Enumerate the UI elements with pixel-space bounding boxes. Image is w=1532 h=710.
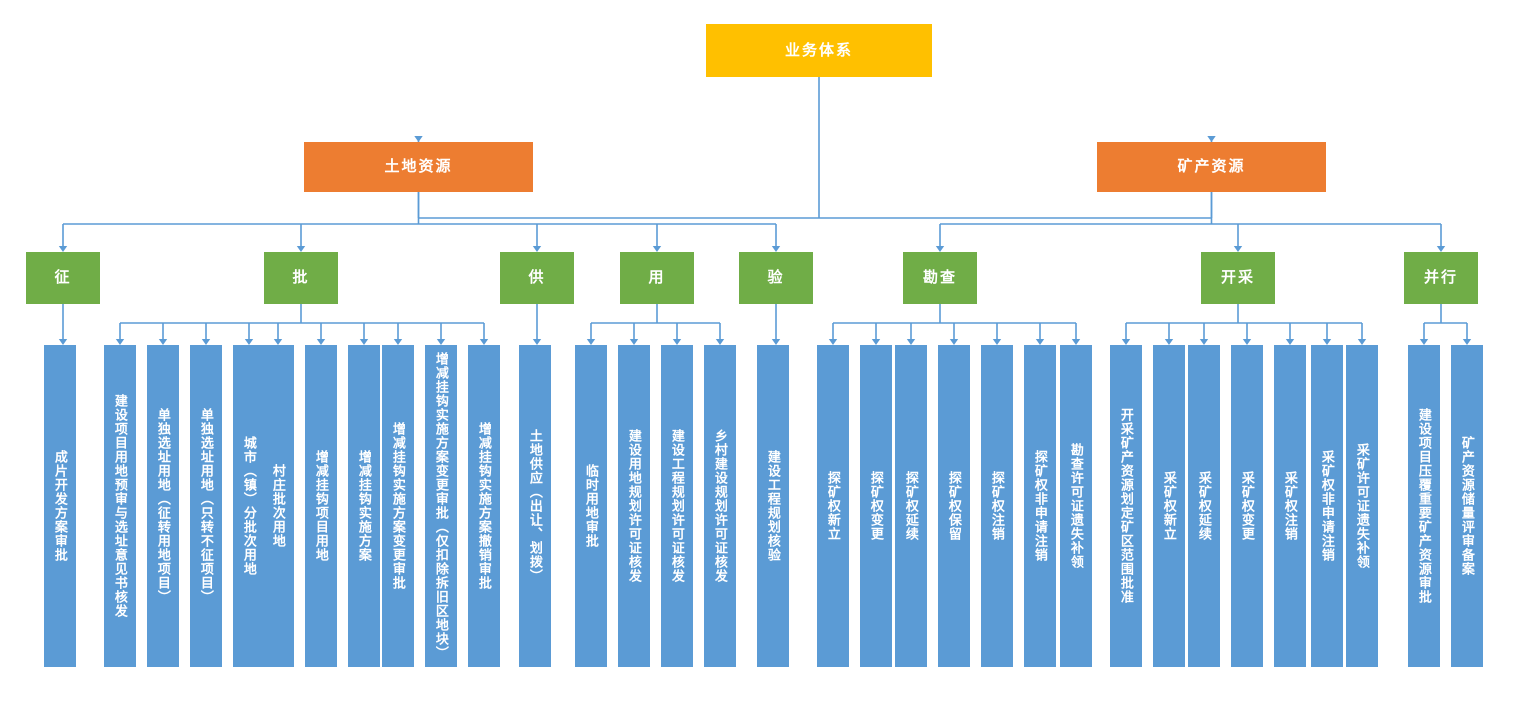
leaf-node[interactable]: 增减挂钩实施方案 [348,345,380,667]
leaf-node-label: 采矿权变更 [1239,471,1255,541]
leaf-node-label: 探矿权非申请注销 [1032,450,1048,562]
leaf-node[interactable]: 探矿权注销 [981,345,1013,667]
leaf-node-label: 增减挂钩项目用地 [313,450,329,562]
leaf-node[interactable]: 单独选址用地（只转不征项目） [190,345,222,667]
stage-node-gong-label: 供 [528,269,546,287]
leaf-node-label: 增减挂钩实施方案撤销审批 [476,422,492,590]
leaf-node-label: 采矿权延续 [1196,471,1212,541]
leaf-node-label: 城市（镇）分批次用地 [241,436,257,576]
stage-node-gong[interactable]: 供 [500,252,574,304]
root-node-label: 业务体系 [784,41,853,59]
category-node-land[interactable]: 土地资源 [304,142,533,192]
leaf-node-label: 建设工程规划核验 [765,450,781,562]
stage-node-kaicai-label: 开采 [1220,269,1255,287]
stage-node-kancha[interactable]: 勘查 [903,252,977,304]
leaf-node-label: 单独选址用地（征转用地项目） [155,408,171,604]
leaf-node-label: 采矿权非申请注销 [1319,450,1335,562]
leaf-node-label: 建设工程规划许可证核发 [669,429,685,583]
leaf-node[interactable]: 探矿权非申请注销 [1024,345,1056,667]
stage-node-yan-label: 验 [767,269,785,287]
category-node-mineral-label: 矿产资源 [1177,158,1246,176]
stage-node-yan[interactable]: 验 [739,252,813,304]
leaf-node-label: 矿产资源储量评审备案 [1459,436,1475,576]
stage-node-zheng-label: 征 [54,269,72,287]
leaf-node[interactable]: 开采矿产资源划定矿区范围批准 [1110,345,1142,667]
leaf-node-label: 乡村建设规划许可证核发 [712,429,728,583]
leaf-node-label: 增减挂钩实施方案变更审批（仅扣除拆旧区地块） [433,352,449,660]
stage-node-kancha-label: 勘查 [922,269,957,287]
leaf-node[interactable]: 建设工程规划核验 [757,345,789,667]
leaf-node-label: 临时用地审批 [583,464,599,548]
leaf-node[interactable]: 采矿权新立 [1153,345,1185,667]
leaf-node-label: 建设用地规划许可证核发 [626,429,642,583]
leaf-node-label: 土地供应（出让、划拨） [527,429,543,583]
leaf-node-label: 探矿权延续 [903,471,919,541]
leaf-node[interactable]: 建设项目用地预审与选址意见书核发 [104,345,136,667]
leaf-node[interactable]: 建设用地规划许可证核发 [618,345,650,667]
stage-node-bingxing-label: 并行 [1423,269,1458,287]
leaf-node-label: 探矿权保留 [946,471,962,541]
leaf-node-label: 探矿权变更 [868,471,884,541]
leaf-node[interactable]: 采矿权非申请注销 [1311,345,1343,667]
leaf-node[interactable]: 增减挂钩项目用地 [305,345,337,667]
leaf-node[interactable]: 临时用地审批 [575,345,607,667]
leaf-node[interactable]: 增减挂钩实施方案撤销审批 [468,345,500,667]
leaf-node-label: 采矿权新立 [1161,471,1177,541]
leaf-node-label: 勘查许可证遗失补领 [1068,443,1084,569]
leaf-node[interactable]: 土地供应（出让、划拨） [519,345,551,667]
leaf-node[interactable]: 探矿权新立 [817,345,849,667]
leaf-node[interactable]: 建设项目压覆重要矿产资源审批 [1408,345,1440,667]
leaf-node-label: 成片开发方案审批 [52,450,68,562]
leaf-node[interactable]: 勘查许可证遗失补领 [1060,345,1092,667]
leaf-node[interactable]: 采矿权延续 [1188,345,1220,667]
category-node-mineral[interactable]: 矿产资源 [1097,142,1326,192]
stage-node-zheng[interactable]: 征 [26,252,100,304]
leaf-node[interactable]: 增减挂钩实施方案变更审批（仅扣除拆旧区地块） [425,345,457,667]
leaf-node-label: 探矿权新立 [825,471,841,541]
stage-node-yong[interactable]: 用 [620,252,694,304]
leaf-node[interactable]: 增减挂钩实施方案变更审批 [382,345,414,667]
leaf-node[interactable]: 探矿权变更 [860,345,892,667]
leaf-node[interactable]: 乡村建设规划许可证核发 [704,345,736,667]
leaf-node-label: 增减挂钩实施方案 [356,450,372,562]
leaf-node[interactable]: 探矿权保留 [938,345,970,667]
leaf-node-label: 采矿权注销 [1282,471,1298,541]
root-node[interactable]: 业务体系 [706,24,932,77]
leaf-node[interactable]: 成片开发方案审批 [44,345,76,667]
stage-node-pi[interactable]: 批 [264,252,338,304]
leaf-node-label: 村庄批次用地 [270,464,286,548]
leaf-node[interactable]: 探矿权延续 [895,345,927,667]
category-node-land-label: 土地资源 [384,158,453,176]
leaf-node-label: 探矿权注销 [989,471,1005,541]
leaf-node-label: 开采矿产资源划定矿区范围批准 [1118,408,1134,604]
leaf-node-label: 采矿许可证遗失补领 [1354,443,1370,569]
leaf-node[interactable]: 城市（镇）分批次用地 [233,345,265,667]
leaf-node[interactable]: 矿产资源储量评审备案 [1451,345,1483,667]
stage-node-bingxing[interactable]: 并行 [1404,252,1478,304]
leaf-node[interactable]: 单独选址用地（征转用地项目） [147,345,179,667]
leaf-node-label: 建设项目用地预审与选址意见书核发 [112,394,128,618]
leaf-node-label: 单独选址用地（只转不征项目） [198,408,214,604]
leaf-node-label: 建设项目压覆重要矿产资源审批 [1416,408,1432,604]
leaf-node[interactable]: 采矿许可证遗失补领 [1346,345,1378,667]
stage-node-yong-label: 用 [648,269,666,287]
stage-node-kaicai[interactable]: 开采 [1201,252,1275,304]
leaf-node[interactable]: 村庄批次用地 [262,345,294,667]
leaf-node[interactable]: 采矿权变更 [1231,345,1263,667]
stage-node-pi-label: 批 [292,269,310,287]
leaf-node[interactable]: 建设工程规划许可证核发 [661,345,693,667]
leaf-node-label: 增减挂钩实施方案变更审批 [390,422,406,590]
leaf-node[interactable]: 采矿权注销 [1274,345,1306,667]
